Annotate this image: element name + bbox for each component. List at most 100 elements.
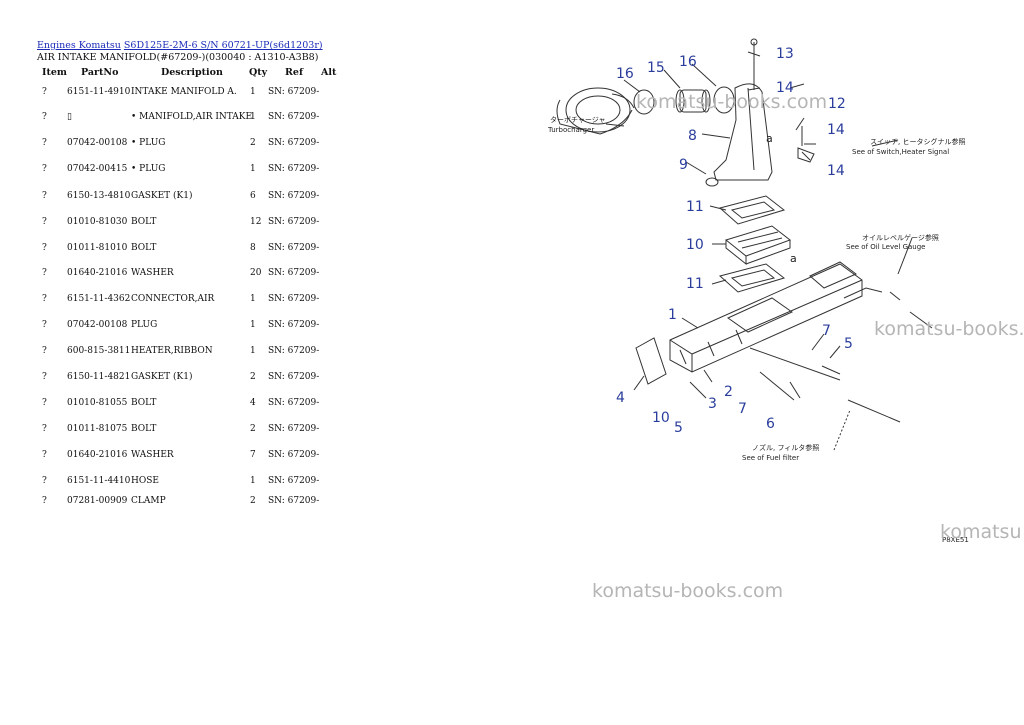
callout-7: 7 [822,323,831,339]
cell-ref: SN: 67209- [268,450,320,460]
cell-qty: 1 [250,294,256,304]
callout-10: 10 [686,237,704,253]
callout-16: 16 [679,54,697,70]
cell-ref: SN: 67209- [268,496,320,506]
cell-ref: SN: 67209- [268,217,320,227]
col-header-ref: Ref [285,67,304,78]
cell-item: ? [42,164,47,174]
callout-3: 3 [708,396,717,412]
cell-description: WASHER [131,450,174,460]
cell-qty: 2 [250,138,256,148]
heater-drawing [724,225,792,266]
cell-item: ? [42,112,47,122]
cell-item: ? [42,268,47,278]
cell-partno: 01010-81055 [67,398,128,408]
cell-ref: SN: 67209- [268,372,320,382]
watermark: komatsu-books.com [636,91,828,113]
switch-heater-label-jp: スイッチ, ヒータシグナル参照 [870,137,965,146]
cell-partno: 600-815-3811 [67,346,131,356]
hose-drawing [633,86,735,115]
cell-partno: 07042-00108 [67,138,128,148]
callout-15: 15 [647,60,665,76]
cell-item: ? [42,496,47,506]
switch-heater-label: See of Switch,Heater Signal [852,148,949,156]
cell-item: ? [42,294,47,304]
callout-13: 13 [776,46,794,62]
cell-partno: ▯ [67,112,72,122]
cell-partno: 07281-00909 [67,496,128,506]
cell-description: • PLUG [131,164,166,174]
air-connector-drawing [713,38,773,181]
cell-qty: 2 [250,424,256,434]
cell-ref: SN: 67209- [268,294,320,304]
callout-14: 14 [776,80,794,96]
cell-qty: 8 [250,243,256,253]
cell-partno: 6151-11-4910 [67,87,131,97]
cell-qty: 1 [250,164,256,174]
callout-2: 2 [724,384,733,400]
cell-description: GASKET (K1) [131,191,193,201]
cell-partno: 6151-11-4362 [67,294,131,304]
breadcrumb-link-model[interactable]: S6D125E-2M-6 S/N 60721-UP(s6d1203r) [123,40,323,51]
turbocharger-drawing [556,87,635,135]
cell-partno: 07042-00415 [67,164,128,174]
cell-description: • MANIFOLD,AIR INTAKE [131,112,253,122]
turbocharger-label-jp: ターボチャージャ [550,115,605,124]
cell-qty: 1 [250,112,256,122]
cell-partno: 6150-13-4810 [67,191,131,201]
cell-ref: SN: 67209- [268,112,320,122]
side-gasket [635,337,667,385]
figure-code: P8XE51 [942,536,969,544]
cell-qty: 6 [250,191,256,201]
cell-item: ? [42,217,47,227]
callout-11: 11 [686,199,704,215]
cell-partno: 01640-21016 [67,268,128,278]
cell-item: ? [42,87,47,97]
cell-item: ? [42,372,47,382]
callout-9: 9 [679,157,688,173]
callout-12: 12 [828,96,846,112]
cell-description: INTAKE MANIFOLD A. [131,87,237,97]
cell-item: ? [42,320,47,330]
cell-item: ? [42,243,47,253]
breadcrumb: Engines Komatsu S6D125E-2M-6 S/N 60721-U… [37,40,323,51]
cell-item: ? [42,476,47,486]
cell-qty: 7 [250,450,256,460]
callout-14: 14 [827,122,845,138]
cell-partno: 6151-11-4410 [67,476,131,486]
cell-ref: SN: 67209- [268,268,320,278]
callout-16: 16 [616,66,634,82]
breadcrumb-link-engines[interactable]: Engines Komatsu [37,40,121,51]
cell-qty: 20 [250,268,262,278]
cell-item: ? [42,450,47,460]
callout-10: 10 [652,410,670,426]
cell-item: ? [42,138,47,148]
cell-item: ? [42,398,47,408]
watermark: komatsu-books.com [874,318,1024,340]
cell-qty: 1 [250,346,256,356]
letter-a: a [766,132,773,145]
cell-description: HOSE [131,476,159,486]
cell-ref: SN: 67209- [268,138,320,148]
callout-5: 5 [844,336,853,352]
watermark: komatsu [940,521,1022,543]
gasket-lower [718,263,786,293]
parts-diagram: 16 15 16 13 14 12 14 14 8 9 11 10 11 1 7… [547,38,969,544]
callout-5: 5 [674,420,683,436]
cell-description: BOLT [131,398,157,408]
cell-qty: 12 [250,217,262,227]
cell-description: WASHER [131,268,174,278]
